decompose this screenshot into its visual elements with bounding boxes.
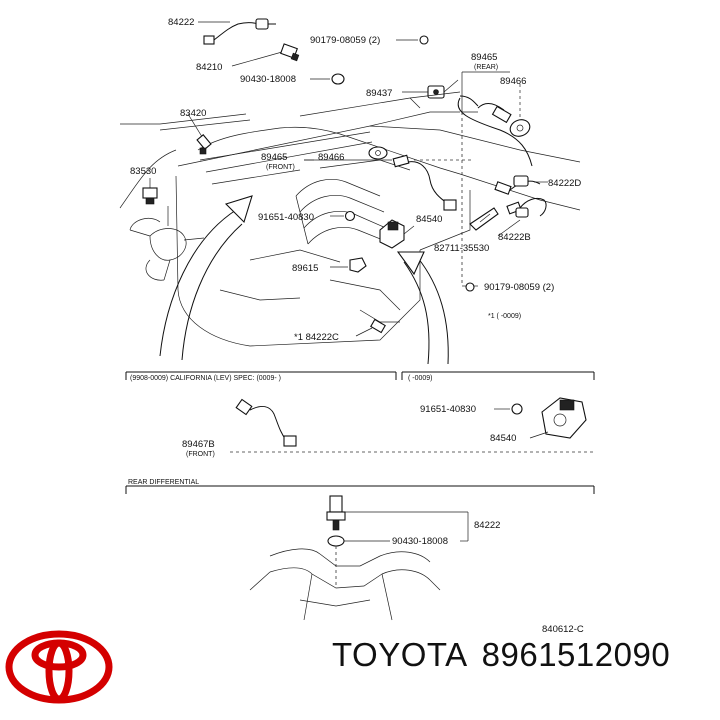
bolt-91651-low xyxy=(494,403,523,415)
bracket-89465-rear xyxy=(461,72,478,113)
label-84222d: 84222D xyxy=(548,178,581,189)
sensor-84540-top xyxy=(379,219,415,249)
label-91651-40830-top: 91651-40830 xyxy=(258,212,314,223)
label-89465-rear: 89465 xyxy=(471,52,497,63)
label-89466-right: 89466 xyxy=(500,76,526,87)
washer-90430-low xyxy=(327,535,345,547)
label-89465-front: 89465 xyxy=(261,152,287,163)
label-90179-08059-top: 90179-08059 (2) xyxy=(310,35,380,46)
section-divider-right xyxy=(401,371,595,380)
sensor-84222-low xyxy=(326,495,469,541)
label-84210: 84210 xyxy=(196,62,222,73)
bracket-82711 xyxy=(469,207,499,231)
label-84540-low: 84540 xyxy=(490,433,516,444)
gasket-89466-rear xyxy=(509,84,531,137)
label-89465-rear-sub: (REAR) xyxy=(474,64,498,71)
label-84222-top: 84222 xyxy=(168,17,194,28)
label-90179-08059-low: 90179-08059 (2) xyxy=(484,282,554,293)
note-1: *1 ( -0009) xyxy=(488,313,521,320)
sensor-83420 xyxy=(187,113,212,155)
section-divider-cal xyxy=(125,371,397,380)
sensor-89437 xyxy=(402,79,459,99)
sensor-84222b xyxy=(497,197,547,237)
sensor-84540-low xyxy=(529,397,587,439)
section-title-right: ( -0009) xyxy=(408,375,433,382)
differential-housing xyxy=(249,548,441,621)
toyota-logo-icon xyxy=(5,630,113,704)
label-82711-35530: 82711-35530 xyxy=(434,243,489,254)
label-84222c: *1 84222C xyxy=(294,332,339,343)
label-84222-low: 84222 xyxy=(474,520,500,531)
brand-part-number: 8961512090 xyxy=(481,636,671,673)
label-89467b-sub: (FRONT) xyxy=(186,451,215,458)
label-89466-mid: 89466 xyxy=(318,152,344,163)
label-84222b: 84222B xyxy=(498,232,531,243)
brand-caption: TOYOTA 8961512090 xyxy=(332,636,670,674)
sensor-84222-top xyxy=(203,18,276,45)
nut-90179-low xyxy=(461,112,478,292)
drawing-number: 840612-C xyxy=(542,624,584,635)
label-90430-18008-low: 90430-18008 xyxy=(392,536,448,547)
oxygen-sensor-rear xyxy=(457,95,533,167)
label-90430-18008-top: 90430-18008 xyxy=(240,74,296,85)
engine-block xyxy=(119,91,581,347)
brand-bar: TOYOTA 8961512090 xyxy=(0,620,720,720)
sensor-84222d xyxy=(494,175,548,195)
label-91651-40830-low: 91651-40830 xyxy=(420,404,476,415)
label-84540-top: 84540 xyxy=(416,214,442,225)
nut-90179-top xyxy=(396,35,429,45)
brand-maker: TOYOTA xyxy=(332,636,468,673)
sensor-89615 xyxy=(330,257,367,273)
sensor-83530 xyxy=(142,178,158,205)
arrow-front-sensor xyxy=(159,195,253,361)
label-89465-front-sub: (FRONT) xyxy=(266,164,295,171)
label-83420: 83420 xyxy=(180,108,206,119)
section-title-california: (9908-0009) CALIFORNIA (LEV) SPEC: (0009… xyxy=(130,375,281,382)
arrow-84540 xyxy=(396,251,449,365)
bolt-91651-top xyxy=(330,210,356,222)
sensor-84222c xyxy=(355,318,386,337)
label-83530: 83530 xyxy=(130,166,156,177)
oxygen-sensor-89467b xyxy=(235,398,297,447)
section-title-rear-differential: REAR DIFFERENTIAL xyxy=(128,479,199,486)
label-89467b: 89467B xyxy=(182,439,215,450)
oxygen-sensor-front xyxy=(304,146,457,211)
sensor-84210 xyxy=(231,43,300,67)
section-rear-differential xyxy=(125,485,595,494)
label-89615: 89615 xyxy=(292,263,318,274)
washer-90430-top xyxy=(331,73,345,85)
label-89437: 89437 xyxy=(366,88,392,99)
